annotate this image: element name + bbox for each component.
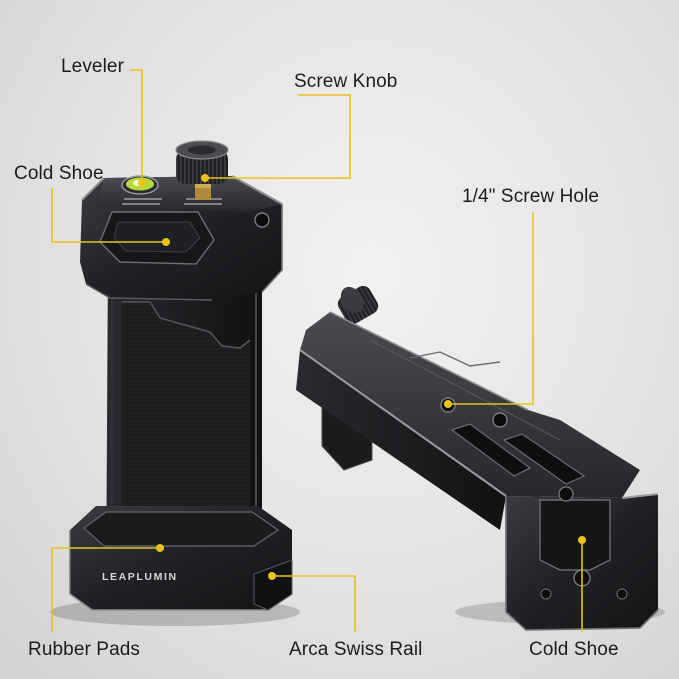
callout-lines [51, 69, 583, 632]
callout-dots [138, 174, 586, 580]
quarter-inch-screw-hole-2 [492, 412, 508, 428]
label-leveler: Leveler [61, 56, 125, 77]
callout-screw-knob [205, 94, 351, 179]
head-screw-hole [254, 212, 270, 228]
rubber-grip-panel [122, 302, 250, 520]
left-phone-clamp: LEAPLUMIN [69, 140, 293, 611]
mount-slot-1 [450, 423, 532, 477]
callout-screw-hole [448, 212, 534, 405]
mount-slot-2 [502, 433, 586, 485]
label-cold-shoe-top: Cold Shoe [14, 163, 104, 184]
label-cold-shoe-bottom: Cold Shoe [529, 639, 619, 660]
right-phone-clamp [296, 285, 659, 631]
callout-leveler [130, 69, 143, 183]
callout-cold-shoe-top [51, 188, 166, 243]
right-clamp-top-face [300, 312, 640, 498]
right-screw-knob [337, 285, 379, 325]
screw-knob [175, 140, 229, 200]
label-rubber-pads: Rubber Pads [28, 639, 141, 660]
label-screw-knob: Screw Knob [294, 71, 398, 92]
brand-logo: LEAPLUMIN [102, 571, 178, 583]
arca-swiss-rail [253, 559, 293, 611]
callout-arca-rail [272, 575, 356, 632]
right-clamp-side-face [296, 350, 506, 530]
label-screw-hole: 1/4" Screw Hole [462, 186, 600, 207]
callout-rubber-pads [51, 547, 160, 632]
rubber-pad [82, 511, 280, 547]
cold-shoe-slot-end [539, 499, 611, 571]
label-arca-swiss-rail: Arca Swiss Rail [289, 639, 423, 660]
